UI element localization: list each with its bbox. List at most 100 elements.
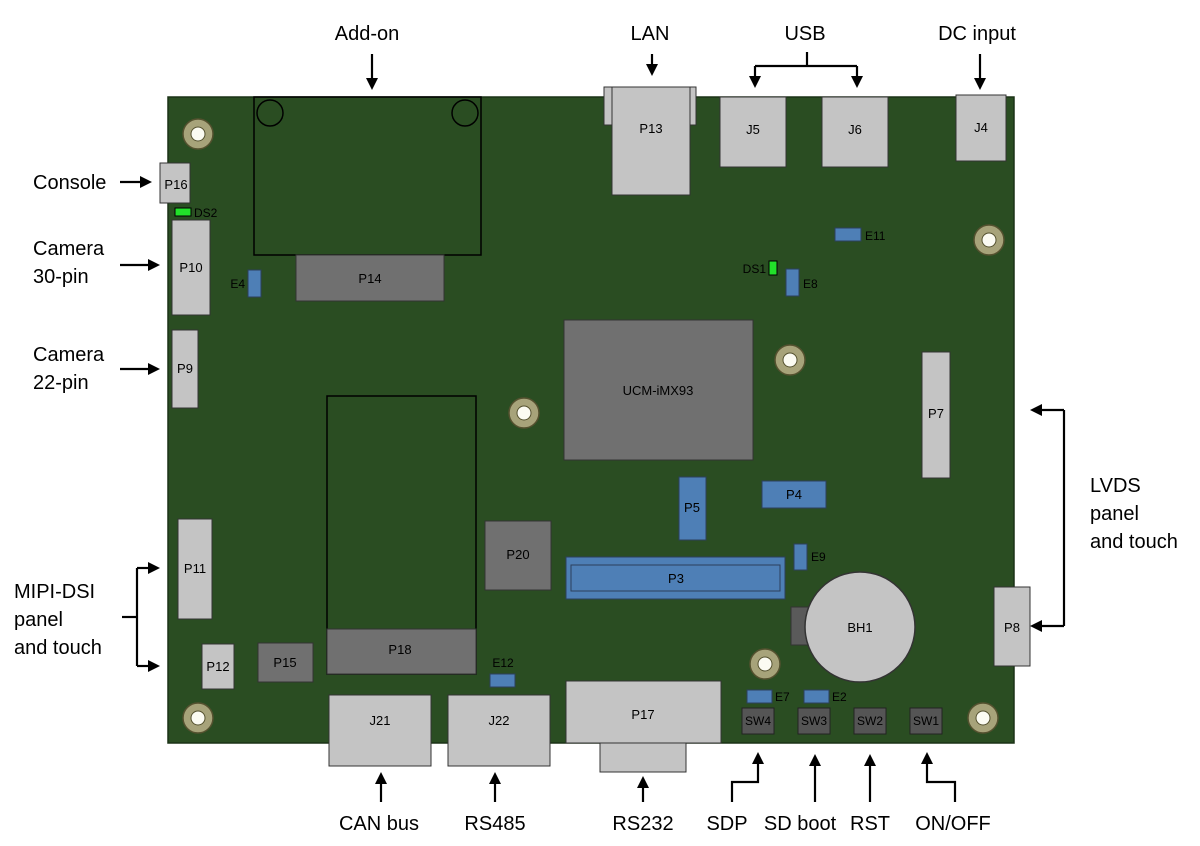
connector-p13: P13: [603, 86, 697, 196]
svg-text:Camera: Camera: [33, 238, 105, 260]
svg-text:P14: P14: [358, 271, 381, 286]
jumper-e11: E11: [834, 227, 886, 243]
connector-p3: P3: [565, 556, 786, 600]
svg-text:P12: P12: [206, 659, 229, 674]
svg-text:SW3: SW3: [801, 714, 827, 728]
jumper-e9: E9: [793, 543, 826, 571]
connector-p9: P9: [171, 329, 199, 409]
connector-p10: P10: [171, 219, 211, 316]
callout-usb: USB: [749, 23, 863, 88]
svg-text:P9: P9: [177, 361, 193, 376]
connector-p12: P12: [201, 643, 235, 690]
connector-p15: P15: [257, 642, 314, 683]
svg-text:E7: E7: [775, 690, 790, 704]
svg-text:E9: E9: [811, 550, 826, 564]
svg-text:DS2: DS2: [194, 206, 218, 220]
callout-lan: LAN: [631, 23, 670, 76]
mount-hole: [182, 702, 214, 734]
svg-text:ON/OFF: ON/OFF: [915, 813, 991, 835]
connector-p11: P11: [177, 518, 213, 620]
connector-p16: P16: [159, 162, 191, 204]
svg-text:P11: P11: [184, 561, 206, 576]
mount-hole: [508, 397, 540, 429]
jumper-e4: E4: [230, 269, 262, 298]
svg-text:SD boot: SD boot: [764, 813, 837, 835]
svg-text:P20: P20: [506, 547, 529, 562]
svg-text:and touch: and touch: [1090, 531, 1178, 553]
svg-text:SW2: SW2: [857, 714, 883, 728]
callout-rst: RST: [850, 754, 890, 835]
svg-text:Camera: Camera: [33, 344, 105, 366]
connector-p8: P8: [993, 586, 1031, 667]
callout-on-off: ON/OFF: [915, 752, 991, 835]
connector-p17: P17: [565, 680, 722, 773]
svg-text:DC input: DC input: [938, 23, 1016, 45]
svg-text:BH1: BH1: [847, 620, 872, 635]
svg-text:DS1: DS1: [743, 262, 767, 276]
svg-text:USB: USB: [784, 23, 825, 45]
svg-text:E11: E11: [865, 229, 886, 243]
svg-text:P13: P13: [639, 121, 662, 136]
callout-can-bus: CAN bus: [339, 772, 419, 835]
svg-text:P5: P5: [684, 500, 700, 515]
svg-text:J22: J22: [489, 713, 510, 728]
mount-hole: [749, 648, 781, 680]
svg-text:SW4: SW4: [745, 714, 771, 728]
svg-text:P10: P10: [179, 260, 202, 275]
callout-lvds: LVDS panel and touch: [1030, 404, 1178, 632]
connector-j4: J4: [955, 94, 1007, 162]
switch-sw1: SW1: [909, 707, 943, 735]
callout-dc-input: DC input: [938, 23, 1016, 90]
svg-text:P8: P8: [1004, 620, 1020, 635]
svg-text:P18: P18: [388, 642, 411, 657]
svg-text:MIPI-DSI: MIPI-DSI: [14, 581, 95, 603]
switch-sw3: SW3: [797, 707, 831, 735]
svg-text:UCM-iMX93: UCM-iMX93: [623, 383, 694, 398]
switch-sw4: SW4: [741, 707, 775, 735]
jumper-e8: E8: [785, 268, 818, 297]
callout-camera-30pin: Camera 30-pin: [33, 238, 160, 288]
callout-console: Console: [33, 172, 152, 194]
callout-rs232: RS232: [612, 776, 674, 835]
callout-sd-boot: SD boot: [764, 754, 837, 835]
svg-text:panel: panel: [14, 609, 63, 631]
svg-text:P3: P3: [668, 571, 684, 586]
callout-add-on: Add-on: [335, 23, 399, 90]
svg-text:LVDS: LVDS: [1090, 475, 1141, 497]
svg-text:E12: E12: [492, 656, 514, 670]
mount-hole: [967, 702, 999, 734]
mount-hole: [973, 224, 1005, 256]
svg-text:SW1: SW1: [913, 714, 939, 728]
svg-text:P7: P7: [928, 406, 944, 421]
connector-p14: P14: [295, 254, 445, 302]
jumper-e12: E12: [489, 656, 516, 688]
svg-text:22-pin: 22-pin: [33, 372, 89, 394]
mount-holes: [182, 118, 1005, 734]
svg-text:P15: P15: [273, 655, 296, 670]
svg-text:Console: Console: [33, 172, 106, 194]
connector-j22: J22: [447, 694, 551, 767]
svg-text:RST: RST: [850, 813, 890, 835]
svg-text:CAN bus: CAN bus: [339, 813, 419, 835]
connector-p4: P4: [761, 480, 827, 509]
svg-text:P16: P16: [164, 177, 187, 192]
jumper-e7: E7: [746, 689, 790, 704]
switch-sw2: SW2: [853, 707, 887, 735]
led-ds1: DS1: [743, 260, 778, 276]
som-module: UCM-iMX93: [563, 319, 754, 461]
svg-text:J21: J21: [370, 713, 391, 728]
svg-text:SDP: SDP: [706, 813, 747, 835]
svg-text:J4: J4: [974, 120, 988, 135]
callout-sdp: SDP: [706, 752, 764, 835]
connector-p20: P20: [484, 520, 552, 591]
svg-text:RS485: RS485: [464, 813, 525, 835]
mount-hole: [774, 344, 806, 376]
svg-text:LAN: LAN: [631, 23, 670, 45]
callout-camera-22pin: Camera 22-pin: [33, 344, 160, 394]
svg-text:panel: panel: [1090, 503, 1139, 525]
svg-text:30-pin: 30-pin: [33, 266, 89, 288]
svg-text:and touch: and touch: [14, 637, 102, 659]
mount-hole: [182, 118, 214, 150]
connector-p7: P7: [921, 351, 951, 479]
